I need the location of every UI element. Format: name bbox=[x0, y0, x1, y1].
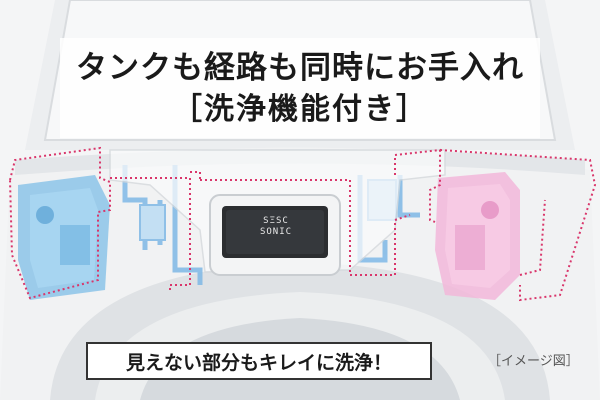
softener-tank-pink-icon bbox=[435, 172, 520, 300]
sonic-logo: SΞSC SONIC bbox=[250, 216, 302, 238]
image-note: ［イメージ図］ bbox=[488, 354, 579, 369]
headline-line1: タンクも経路も同時にお手入れ bbox=[76, 50, 524, 86]
sonic-logo-line1: SΞSC bbox=[263, 216, 289, 226]
caption-box: 見えない部分もキレイに洗浄！ bbox=[86, 342, 432, 380]
caption-text: 見えない部分もキレイに洗浄！ bbox=[125, 351, 392, 374]
cleaning-route bbox=[8, 146, 597, 302]
control-panel-icon bbox=[209, 194, 341, 276]
sonic-logo-line2: SONIC bbox=[259, 227, 293, 237]
detergent-tank-blue-icon bbox=[18, 175, 110, 300]
headline-line2: ［洗浄機能付き］ bbox=[172, 92, 428, 127]
